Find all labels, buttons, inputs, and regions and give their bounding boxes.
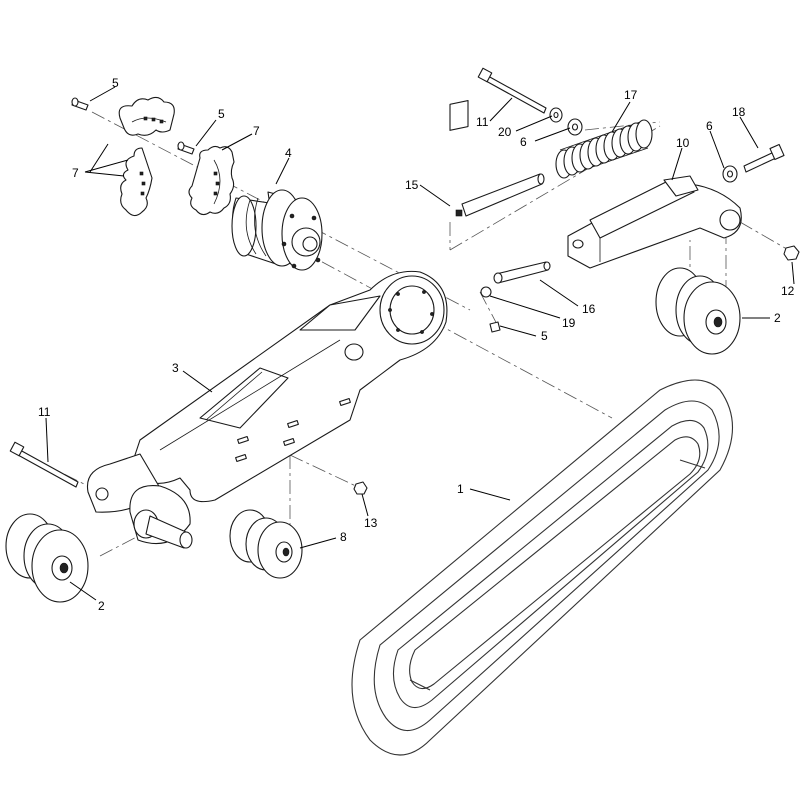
callout-8: 8 [340, 530, 347, 544]
clip-19 [480, 286, 492, 298]
sprocket-segment-7-lower [120, 147, 153, 217]
washer-6-left [567, 118, 583, 136]
callout-7-left: 7 [72, 166, 79, 180]
drive-motor-4 [231, 189, 323, 271]
leader-lines [45, 86, 795, 601]
sprocket-segment-7-right [188, 145, 235, 216]
long-bolt-11-top [477, 67, 547, 114]
callout-11-top: 11 [476, 115, 489, 129]
washer-6-right [722, 165, 738, 183]
callout-17: 17 [624, 88, 638, 102]
callout-15: 15 [405, 178, 419, 192]
callout-6-right: 6 [706, 119, 713, 133]
sprocket-segment-7-upper [118, 96, 175, 136]
bolt-13 [353, 481, 368, 495]
callout-2-right: 2 [774, 311, 781, 325]
callout-7-right: 7 [253, 124, 260, 138]
long-bolt-11-left [9, 441, 79, 488]
spring-17 [555, 119, 653, 179]
bolt-5-middle [177, 141, 195, 155]
washer-20 [549, 107, 563, 123]
idler-wheel-2-right [655, 267, 741, 355]
callout-4: 4 [285, 146, 292, 160]
callout-19: 19 [562, 316, 576, 330]
track-frame-3 [86, 270, 448, 549]
callout-5-lower: 5 [541, 329, 548, 343]
bolt-5-lower [489, 321, 501, 333]
rubber-track-1 [351, 379, 734, 756]
callout-16: 16 [582, 302, 596, 316]
callout-12: 12 [781, 284, 795, 298]
idler-wheel-2-left [5, 513, 89, 603]
callout-5-middle: 5 [218, 107, 225, 121]
bolt-5-upper-left [71, 97, 89, 111]
callout-2-left: 2 [98, 599, 105, 613]
bolt-18 [743, 143, 785, 173]
callout-5-upper-left: 5 [112, 76, 119, 90]
roller-8 [229, 509, 303, 579]
idler-yoke-10 [567, 175, 742, 269]
axle-pin-16 [493, 261, 551, 284]
callout-13: 13 [364, 516, 378, 530]
callout-1: 1 [457, 482, 464, 496]
callout-20: 20 [498, 125, 512, 139]
callout-11-left: 11 [38, 405, 51, 419]
nut-12 [783, 245, 800, 261]
tension-rod-15 [449, 99, 545, 217]
callout-3: 3 [172, 361, 179, 375]
callout-labels: 1 2 2 3 4 5 5 5 6 6 7 7 8 10 11 11 12 13… [38, 76, 795, 613]
callout-10: 10 [676, 136, 690, 150]
callout-6-left: 6 [520, 135, 527, 149]
callout-18: 18 [732, 105, 746, 119]
